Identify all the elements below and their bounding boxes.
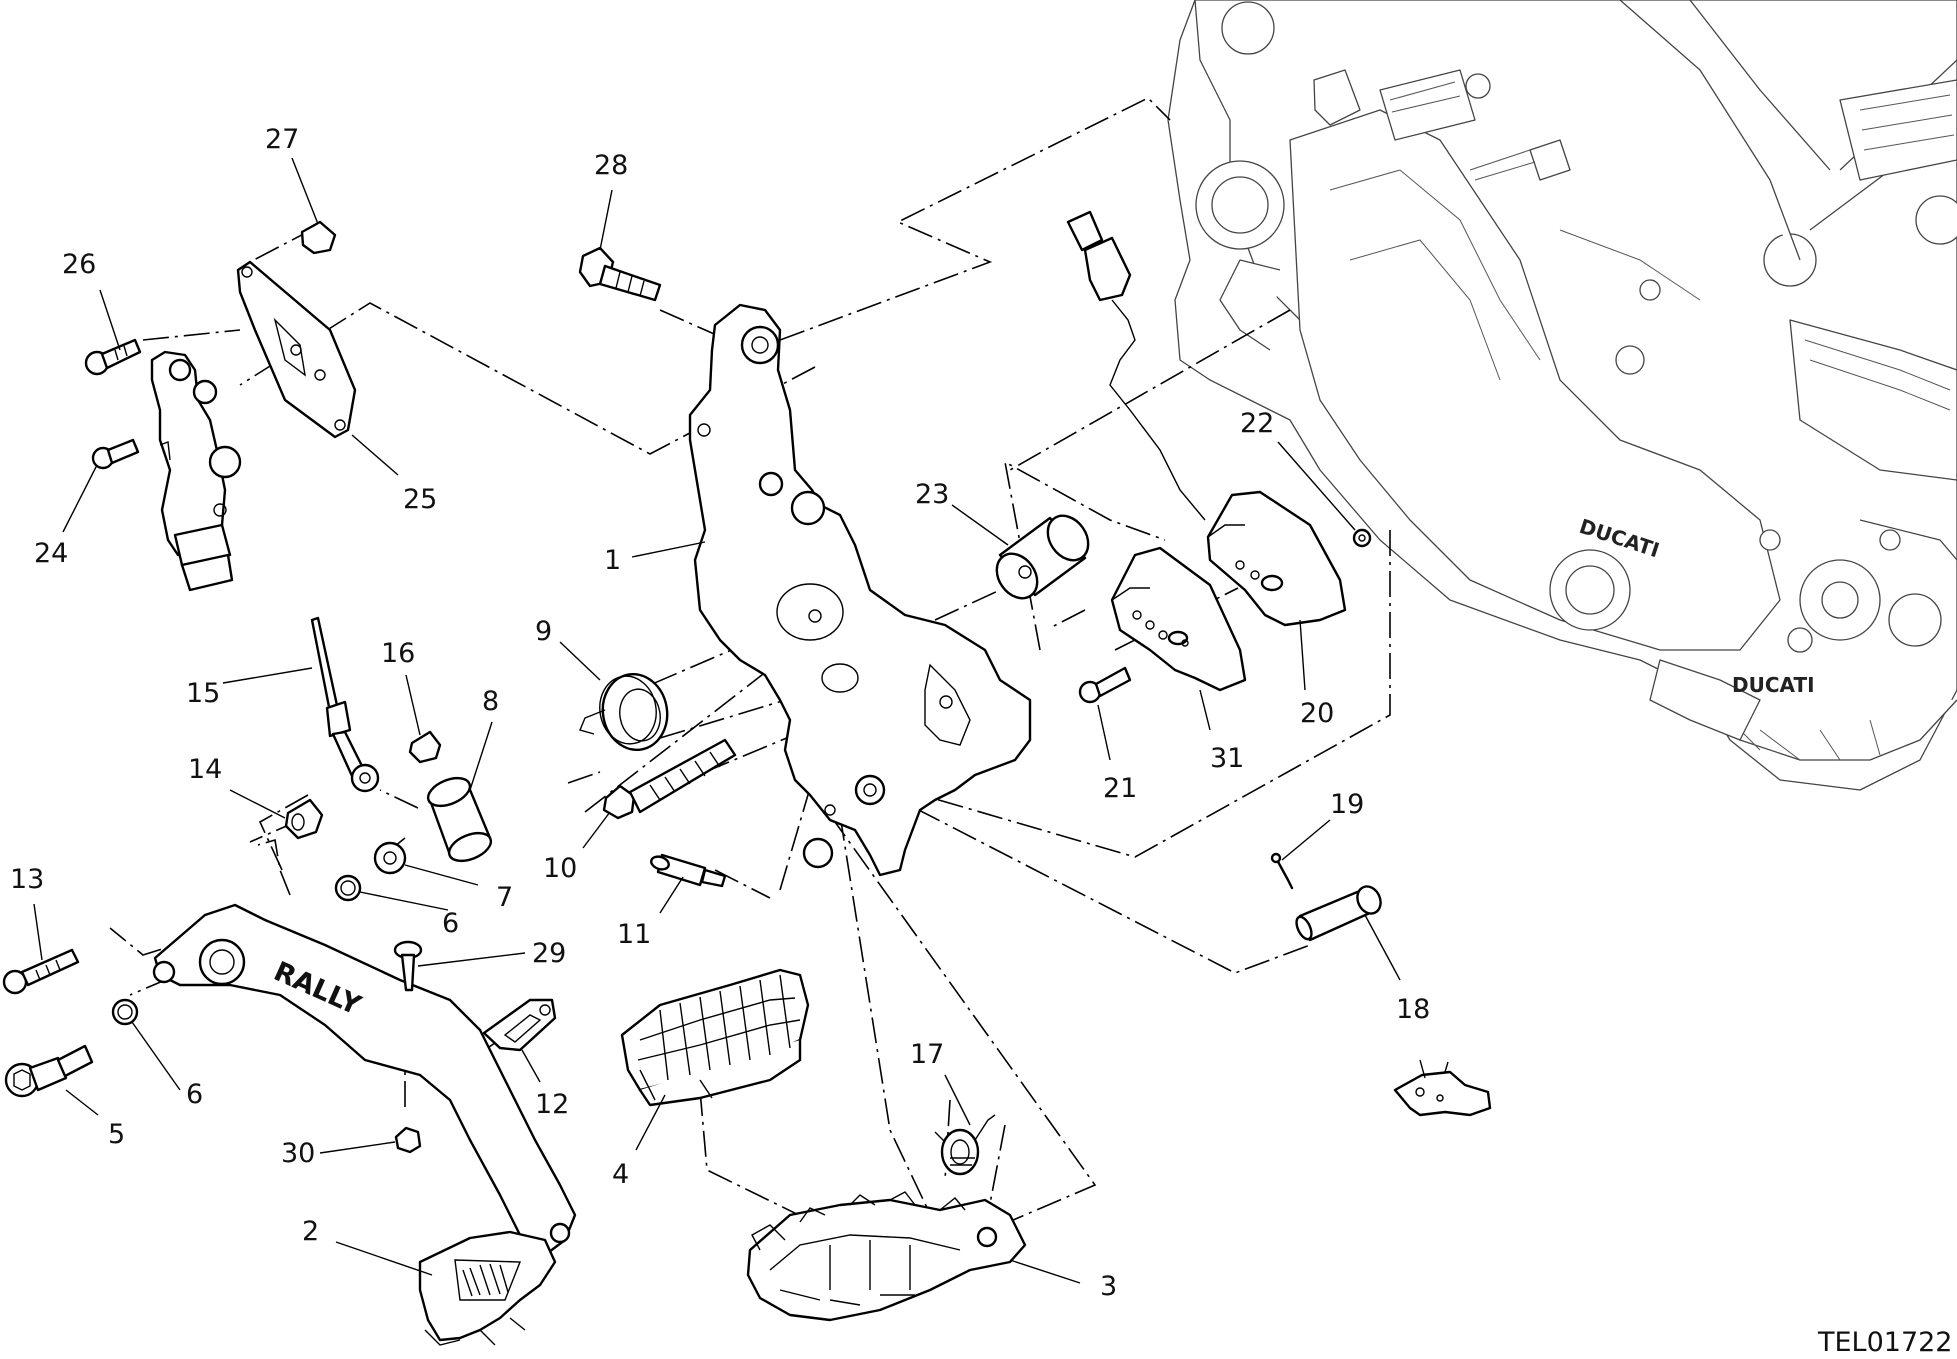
callout-28: 28 <box>594 150 628 181</box>
callout-15: 15 <box>186 678 220 709</box>
callout-14: 14 <box>188 754 222 785</box>
part-25-plate <box>236 260 357 439</box>
part-23-spacer <box>995 514 1090 600</box>
part-5-pivot-screw <box>4 1044 94 1098</box>
callout-9: 9 <box>535 616 552 647</box>
part-31-guard <box>1110 546 1247 692</box>
callout-22: 22 <box>1240 408 1274 439</box>
callout-1: 1 <box>604 545 621 576</box>
part-7-washer <box>373 841 407 875</box>
part-17-spring <box>934 1114 996 1176</box>
part-26-screw <box>84 338 142 376</box>
callout-27: 27 <box>265 124 299 155</box>
callout-8: 8 <box>482 686 499 717</box>
callout-18: 18 <box>1396 994 1430 1025</box>
callout-30: 30 <box>281 1138 315 1169</box>
part-22-washer <box>1352 528 1372 548</box>
callout-21: 21 <box>1103 773 1137 804</box>
part-30-nut <box>394 1126 422 1154</box>
part-16-nut <box>408 730 442 764</box>
part-8-bushing <box>426 776 493 863</box>
part-19-cotter-pin <box>1270 852 1294 890</box>
callout-19: 19 <box>1330 789 1364 820</box>
callout-12: 12 <box>535 1089 569 1120</box>
engine-logo-text: DUCATI <box>1732 673 1815 697</box>
callout-2: 2 <box>302 1216 319 1247</box>
callout-3: 3 <box>1100 1271 1117 1302</box>
callout-24: 24 <box>34 538 68 569</box>
callout-31: 31 <box>1210 743 1244 774</box>
callout-26: 26 <box>62 249 96 280</box>
callout-29: 29 <box>532 938 566 969</box>
part-28-screw <box>578 246 662 302</box>
callout-20: 20 <box>1300 698 1334 729</box>
callout-numbers: 1 2 3 4 5 6 6 7 8 9 10 11 12 13 14 15 16… <box>10 124 1430 1302</box>
callout-17: 17 <box>910 1039 944 1070</box>
master-cylinder <box>150 350 242 592</box>
callout-10: 10 <box>543 853 577 884</box>
part-15-rod <box>310 616 380 793</box>
drawing-reference: TEL01722 <box>1817 1327 1953 1358</box>
part-10-screw <box>602 738 737 820</box>
callout-7: 7 <box>496 882 513 913</box>
callout-11: 11 <box>617 919 651 950</box>
part-4-footpeg-rubber <box>620 968 810 1107</box>
part-18-pin <box>1295 885 1382 942</box>
callout-23: 23 <box>915 479 949 510</box>
part-20-guard <box>1206 490 1347 627</box>
part-3-footpeg <box>746 1191 1027 1322</box>
leader-lines <box>33 157 1401 1284</box>
callout-5: 5 <box>108 1119 125 1150</box>
part-24-screw <box>91 438 140 470</box>
engine-frame-illustration: DUCATI DUCATI <box>1167 0 1957 791</box>
callout-25: 25 <box>403 484 437 515</box>
part-6-washer <box>334 874 362 902</box>
part-1-bracket <box>688 303 1032 877</box>
callout-6: 6 <box>442 908 459 939</box>
part-21-screw <box>1078 666 1132 704</box>
part-27-nut <box>300 220 337 255</box>
part-14-nut <box>284 798 324 840</box>
callout-16: 16 <box>381 638 415 669</box>
callout-4: 4 <box>612 1159 629 1190</box>
sensor-cable <box>1066 210 1206 521</box>
callout-13: 13 <box>10 864 44 895</box>
part-9-spring <box>579 672 669 752</box>
part-11-pin <box>650 853 727 888</box>
part-13-screw <box>2 948 80 995</box>
callout-6: 6 <box>186 1079 203 1110</box>
part-12-clip <box>482 998 557 1052</box>
small-bracket <box>1393 1059 1492 1117</box>
part-29-screw <box>393 940 423 992</box>
part-6-washer <box>111 998 139 1026</box>
part-2-brake-pedal: RALLY <box>152 903 577 1346</box>
